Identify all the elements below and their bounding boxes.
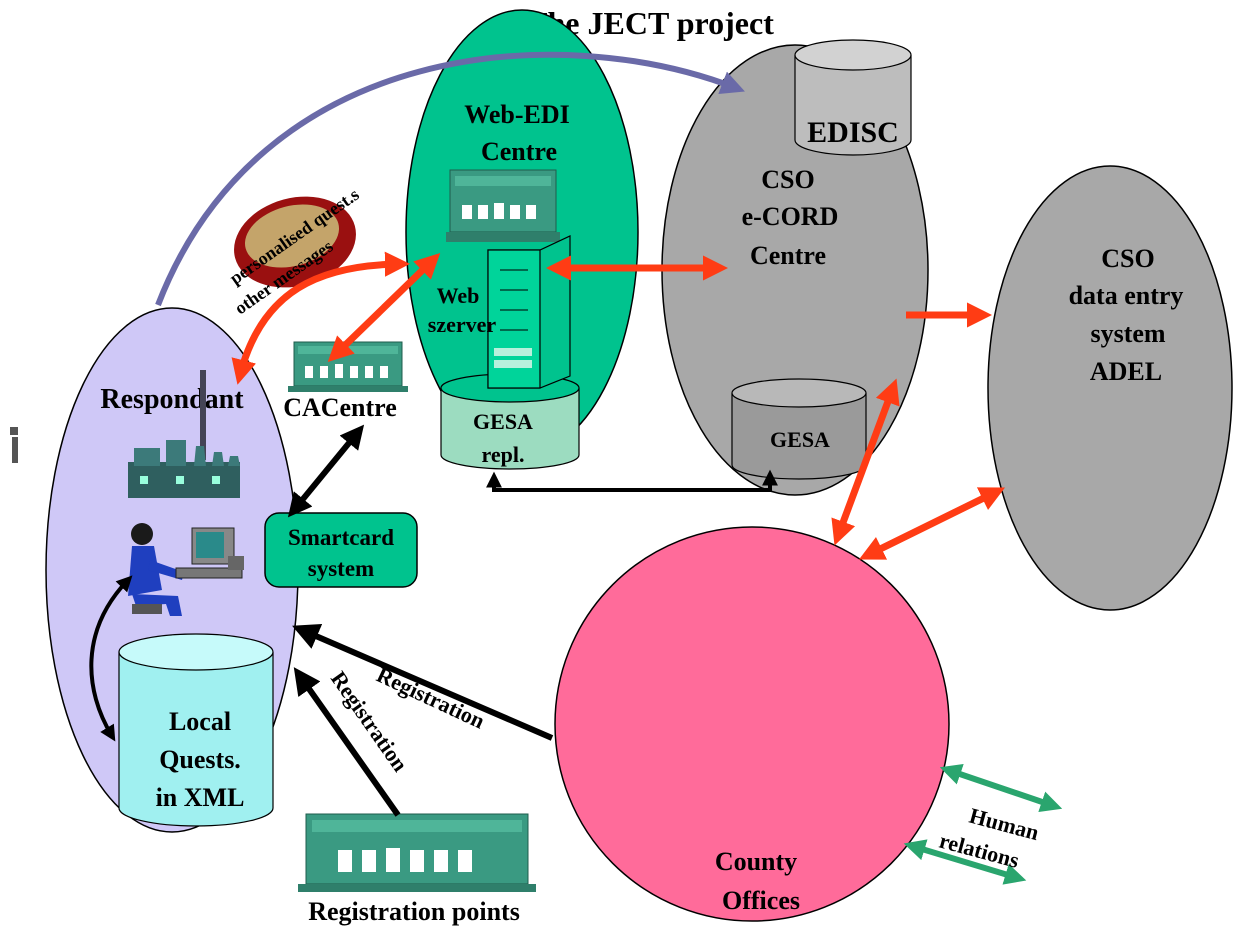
web-server-label-2: szerver bbox=[428, 312, 497, 337]
web-edi-label-2: Centre bbox=[481, 137, 557, 166]
cso-data-entry-label-2: data entry bbox=[1069, 281, 1184, 310]
county-offices-label-1: County bbox=[715, 847, 797, 876]
county-offices-circle bbox=[554, 526, 950, 922]
human-relations-arrow-1 bbox=[939, 763, 1063, 813]
cso-data-entry-label-3: system bbox=[1090, 319, 1165, 348]
edisc-label: EDISC bbox=[807, 116, 899, 149]
gesa-sync-connector bbox=[486, 469, 778, 492]
gesa-repl-label-1: GESA bbox=[473, 409, 533, 434]
factory-icon bbox=[128, 370, 240, 498]
county-offices-label-2: Offices bbox=[722, 886, 800, 915]
left-edge-mark-2 bbox=[12, 437, 18, 463]
registration-label-a: Registration bbox=[373, 662, 489, 734]
red-arrow-respondant-webedi bbox=[231, 251, 411, 385]
gesa-label: GESA bbox=[770, 427, 830, 452]
registration-arrow-points bbox=[293, 667, 401, 817]
cso-ecord-label-2: e-CORD bbox=[742, 202, 839, 231]
local-quests-label-3: in XML bbox=[156, 783, 245, 812]
local-quests-label-1: Local bbox=[169, 707, 231, 736]
local-quests-cylinder bbox=[118, 633, 274, 827]
gesa-repl-cylinder bbox=[440, 373, 580, 470]
respondant-label: Respondant bbox=[100, 384, 244, 415]
web-server-label-1: Web bbox=[437, 283, 480, 308]
person-at-computer-icon bbox=[128, 523, 244, 616]
edisc-cylinder bbox=[794, 39, 912, 156]
smartcard-label-2: system bbox=[308, 556, 374, 581]
human-relations-arrow-2 bbox=[903, 839, 1027, 885]
red-arrow-ecord-county bbox=[831, 378, 900, 546]
red-arrow-county-dataentry bbox=[858, 487, 1006, 560]
cacentre-label: CACentre bbox=[283, 393, 397, 422]
left-edge-mark bbox=[10, 427, 18, 435]
web-edi-label-1: Web-EDI bbox=[464, 100, 569, 129]
registration-points-building-icon bbox=[298, 813, 536, 892]
cso-ecord-label-3: Centre bbox=[750, 241, 826, 270]
registration-points-label: Registration points bbox=[308, 897, 520, 926]
smartcard-cacentre-arrow bbox=[287, 424, 365, 518]
cacentre-building-icon bbox=[288, 341, 408, 392]
local-quests-label-2: Quests. bbox=[159, 745, 241, 774]
gesa-repl-label-2: repl. bbox=[482, 442, 525, 467]
cso-data-entry-ellipse bbox=[987, 165, 1233, 611]
registration-arrow-county bbox=[292, 624, 554, 741]
smartcard-label-1: Smartcard bbox=[288, 525, 394, 550]
person-local-arrow bbox=[89, 575, 133, 742]
web-edi-building-icon bbox=[446, 169, 560, 242]
cso-data-entry-label-4: ADEL bbox=[1090, 357, 1162, 386]
purple-arc-arrow bbox=[155, 51, 745, 307]
cso-data-entry-label-1: CSO bbox=[1101, 244, 1154, 273]
cso-ecord-label-1: CSO bbox=[761, 165, 814, 194]
server-tower-icon bbox=[487, 235, 571, 389]
